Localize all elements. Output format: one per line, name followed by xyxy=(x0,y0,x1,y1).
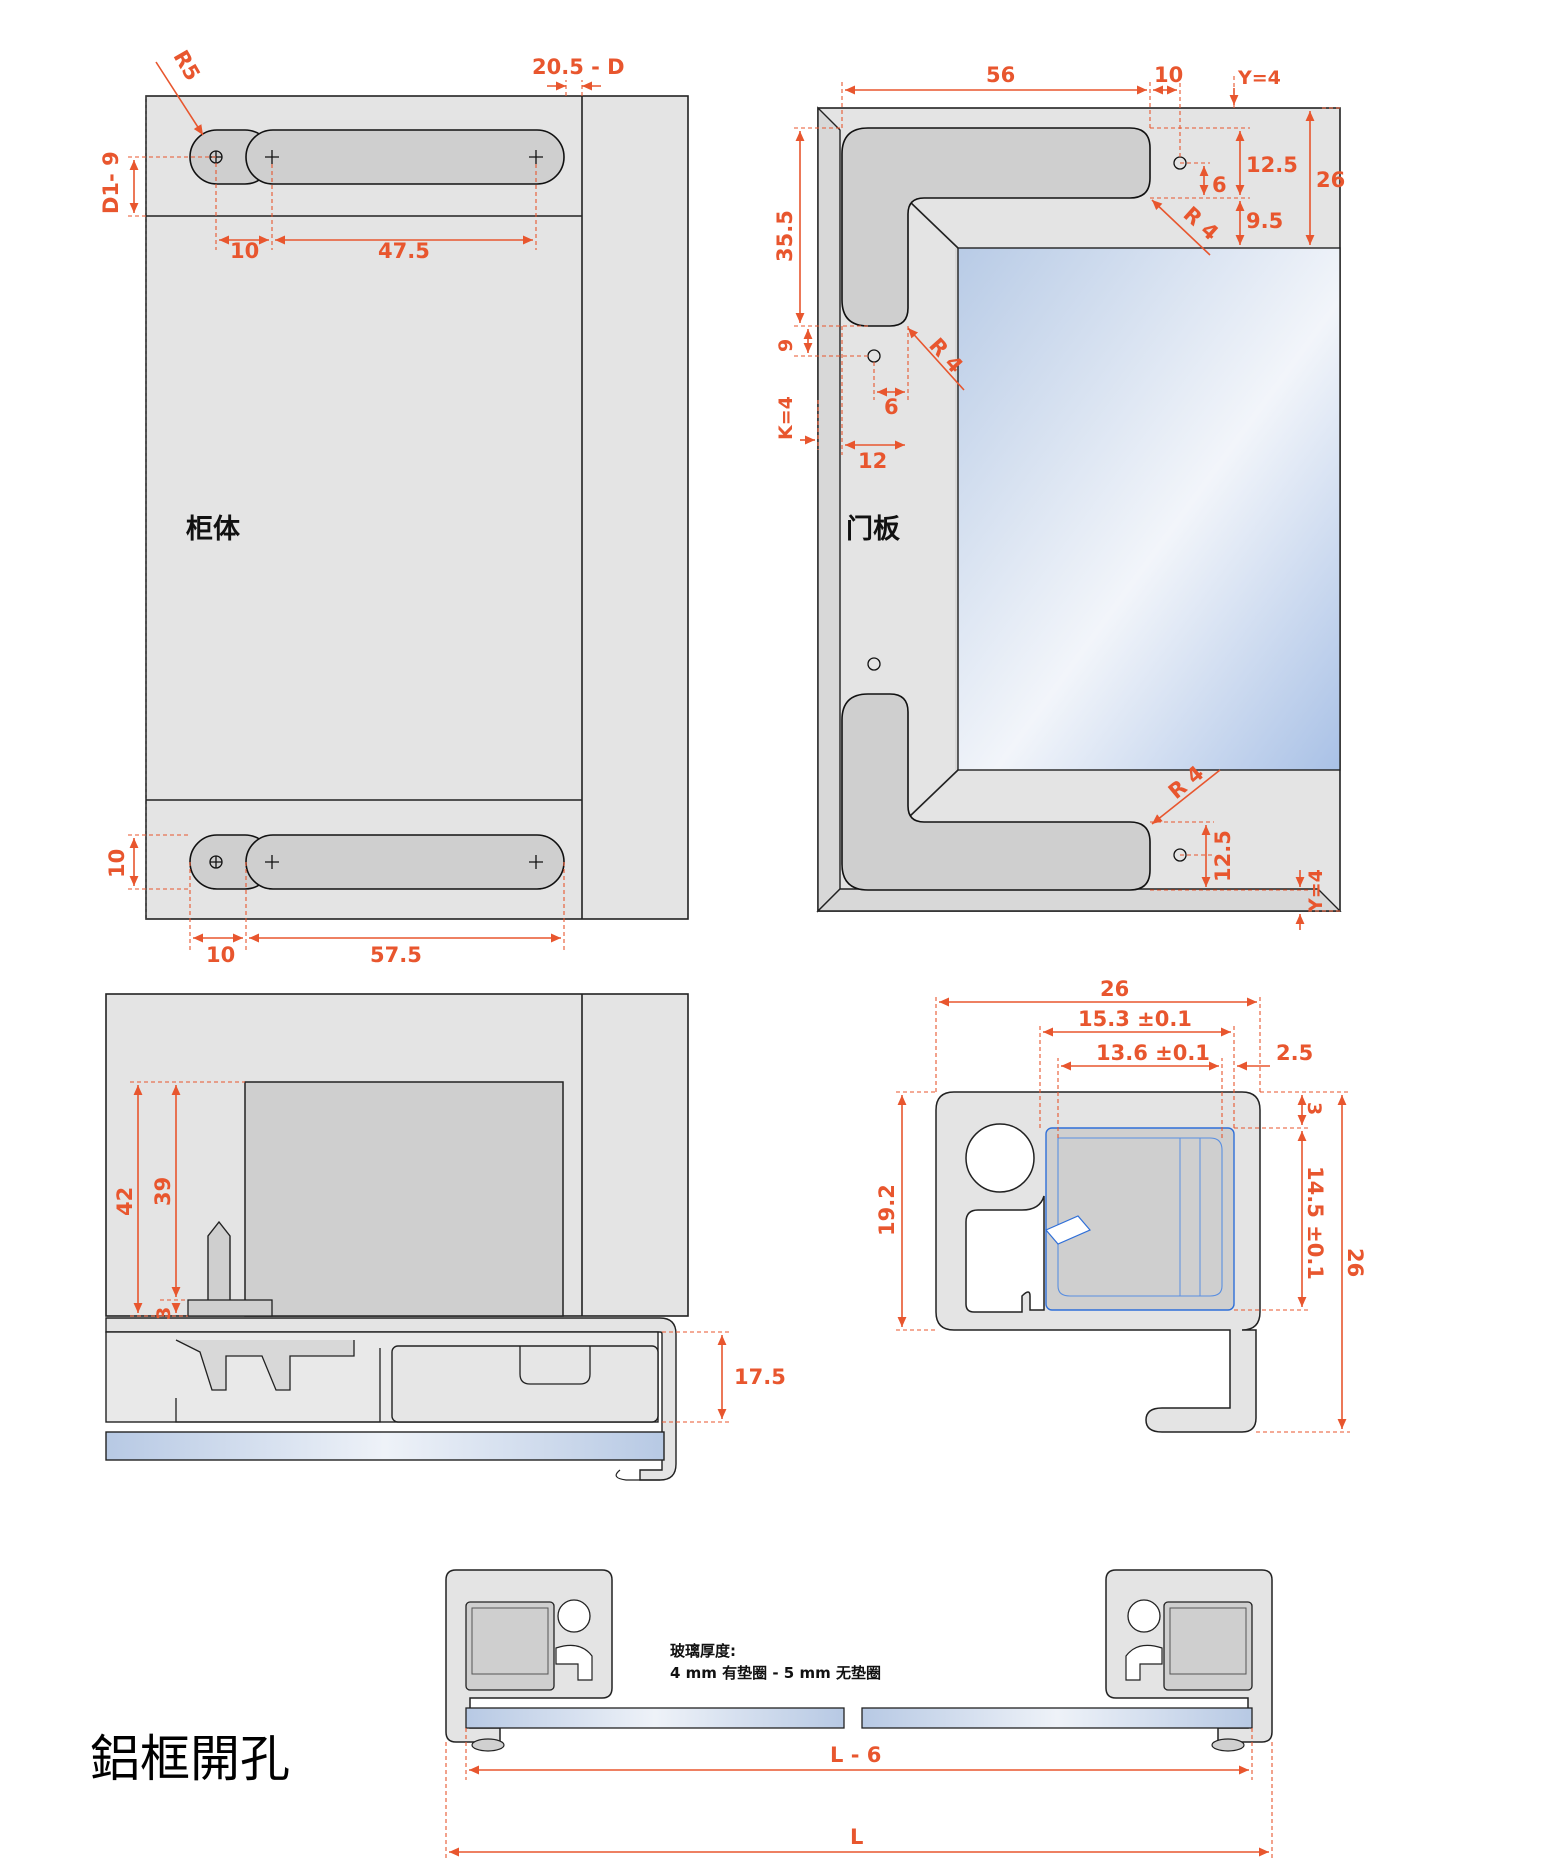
dim-6: 6 xyxy=(1212,173,1227,197)
glass-note-line2: 4 mm 有垫圈 - 5 mm 无垫圈 xyxy=(670,1664,881,1682)
dim-26: 26 xyxy=(1316,168,1345,192)
door-glass xyxy=(957,247,1341,771)
dim-r5: R5 xyxy=(169,46,205,85)
cabinet-slot-bottom-long xyxy=(245,834,565,890)
section-view: 42 39 3 17.5 xyxy=(105,993,786,1481)
dim-12-5-bottom: 12.5 xyxy=(1211,830,1235,882)
profile-glass-insert xyxy=(1045,1127,1235,1311)
dim-profile-26-v: 26 xyxy=(1343,1248,1367,1277)
cabinet-label: 柜体 xyxy=(186,514,241,545)
dim-3: 3 xyxy=(153,1307,175,1320)
dim-bottom-10: 10 xyxy=(206,943,235,967)
section-glass xyxy=(105,1431,665,1461)
dim-6-h: 6 xyxy=(884,395,899,419)
dim-y4-top: Y=4 xyxy=(1237,67,1281,89)
dim-top-10: 10 xyxy=(230,239,259,263)
dim-l: L xyxy=(850,1825,863,1849)
cabinet-view: 柜体 R5 20.5 - D D1- 9 10 47.5 10 10 57.5 xyxy=(99,46,689,967)
dim-9: 9 xyxy=(775,339,797,352)
dim-19-2: 19.2 xyxy=(875,1184,899,1236)
dim-17-5: 17.5 xyxy=(734,1365,786,1389)
dim-9-5: 9.5 xyxy=(1246,209,1283,233)
glass-note-line1: 玻璃厚度: xyxy=(670,1642,736,1660)
dim-bottom-57-5: 57.5 xyxy=(370,943,422,967)
dim-14-5: 14.5 ±0.1 xyxy=(1303,1166,1327,1280)
dim-profile-3: 3 xyxy=(1303,1102,1325,1115)
section-hinge-cup xyxy=(244,1081,564,1317)
dim-top-47-5: 47.5 xyxy=(378,239,430,263)
door-view: 门板 56 10 Y=4 12.5 26 6 9.5 R 4 35.5 9 R … xyxy=(773,63,1345,930)
section-glass-clamp xyxy=(391,1345,659,1423)
door-slot-bottom xyxy=(841,693,1151,891)
assembly-glass-right xyxy=(861,1707,1253,1729)
dim-y4-bottom: Y=4 xyxy=(1305,869,1327,913)
dim-12: 12 xyxy=(858,449,887,473)
dim-39: 39 xyxy=(151,1177,175,1206)
dim-15-3: 15.3 ±0.1 xyxy=(1078,1007,1192,1031)
assembly-view: 玻璃厚度: 4 mm 有垫圈 - 5 mm 无垫圈 L - 6 L xyxy=(445,1569,1273,1858)
dim-35-5: 35.5 xyxy=(773,210,797,262)
dim-k4: K=4 xyxy=(775,396,797,440)
profile-round-channel xyxy=(965,1123,1035,1193)
cabinet-panel xyxy=(145,95,689,920)
door-label: 门板 xyxy=(846,514,900,545)
section-profile xyxy=(105,1317,677,1481)
profile-view: 26 15.3 ±0.1 13.6 ±0.1 2.5 3 19.2 14.5 ±… xyxy=(875,977,1367,1433)
dim-l-6: L - 6 xyxy=(830,1743,881,1767)
dim-13-6: 13.6 ±0.1 xyxy=(1096,1041,1210,1065)
dim-2-5: 2.5 xyxy=(1276,1041,1313,1065)
dim-profile-26: 26 xyxy=(1100,977,1129,1001)
dim-bottom-10-left: 10 xyxy=(105,849,129,878)
dim-10: 10 xyxy=(1154,63,1183,87)
dim-56: 56 xyxy=(986,63,1015,87)
dim-42: 42 xyxy=(113,1187,137,1216)
assembly-glass-left xyxy=(465,1707,845,1729)
door-slot-top xyxy=(841,127,1151,327)
section-screw xyxy=(207,1220,231,1309)
dim-d1-9: D1- 9 xyxy=(99,151,123,214)
dim-20-5-d: 20.5 - D xyxy=(532,55,625,79)
page-title: 鋁框開孔 xyxy=(90,1730,290,1788)
cabinet-slot-top-long xyxy=(245,129,565,185)
dim-12-5: 12.5 xyxy=(1246,153,1298,177)
